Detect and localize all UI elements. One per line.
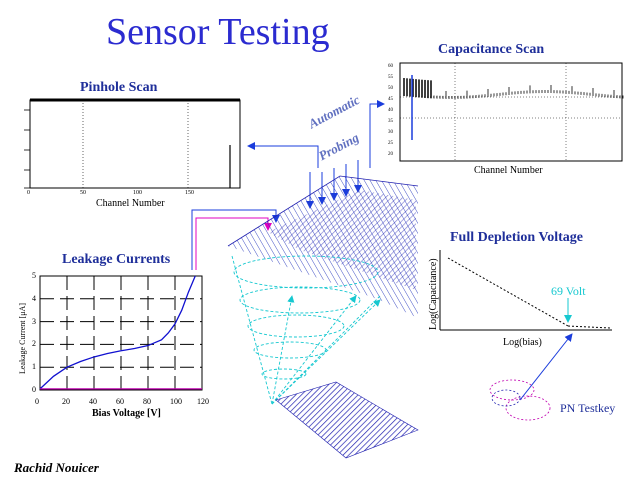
pinhole-x-tick-label: 100 xyxy=(133,190,142,196)
sensor-chip xyxy=(275,381,419,459)
capacitance-y-tick-label: 20 xyxy=(388,152,393,157)
capacitance-y-tick-label: 60 xyxy=(388,64,393,69)
pn-testkey xyxy=(489,333,573,421)
pinhole-scan-plot xyxy=(24,98,241,189)
leakage-x-tick-label: 0 xyxy=(35,397,39,406)
leakage-xlabel: Bias Voltage [V] xyxy=(92,408,161,419)
leakage-series-line xyxy=(39,275,196,390)
pinhole-xlabel: Channel Number xyxy=(96,198,165,209)
capacitance-y-tick-label: 35 xyxy=(388,119,393,124)
main-title: Sensor Testing xyxy=(106,11,330,53)
capacitance-scan-plot xyxy=(399,62,624,162)
capacitance-y-tick-label: 50 xyxy=(388,86,393,91)
leakage-y-tick-label: 5 xyxy=(32,271,36,280)
pn-testkey-label: PN Testkey xyxy=(560,401,616,415)
leakage-x-tick-label: 60 xyxy=(116,397,124,406)
capacitance-y-tick-label: 55 xyxy=(388,75,393,80)
pinhole-scan-title: Pinhole Scan xyxy=(80,80,158,95)
capacitance-y-tick-label: 30 xyxy=(388,130,393,135)
pinhole-x-tick-label: 50 xyxy=(80,190,86,196)
full-depletion-title: Full Depletion Voltage xyxy=(450,230,584,245)
leakage-currents-plot xyxy=(39,275,203,391)
leakage-x-tick-label: 120 xyxy=(197,397,209,406)
leakage-y-tick-label: 1 xyxy=(32,362,36,372)
leakage-x-tick-label: 40 xyxy=(89,397,97,406)
full-depletion-plot xyxy=(439,250,612,331)
leakage-y-tick-label: 0 xyxy=(32,385,36,394)
leakage-currents-title: Leakage Currents xyxy=(62,252,171,267)
capacitance-y-tick-label: 25 xyxy=(388,141,393,146)
leakage-frame xyxy=(39,275,203,391)
leakage-x-tick-label: 100 xyxy=(170,397,182,406)
author: Rachid Nouicer xyxy=(14,460,99,475)
leakage-y-tick-label: 2 xyxy=(32,339,36,349)
leakage-y-tick-label: 4 xyxy=(32,293,36,303)
depletion-annotation: 69 Volt xyxy=(551,284,586,298)
sensor-wafer xyxy=(227,175,419,318)
capacitance-y-tick-label: 45 xyxy=(388,97,393,102)
depletion-xlabel: Log(bias) xyxy=(503,337,542,348)
leakage-x-tick-label: 80 xyxy=(143,397,151,406)
leakage-y-tick-label: 3 xyxy=(32,316,36,326)
capacitance-y-tick-label: 40 xyxy=(388,108,393,113)
capacitance-scan-title: Capacitance Scan xyxy=(438,42,545,57)
leakage-x-tick-label: 20 xyxy=(62,397,70,406)
capacitance-xlabel: Channel Number xyxy=(474,165,543,176)
cyan-cone xyxy=(231,255,381,405)
pinhole-x-tick-label: 150 xyxy=(185,190,194,196)
pinhole-x-tick-label: 0 xyxy=(27,190,30,196)
